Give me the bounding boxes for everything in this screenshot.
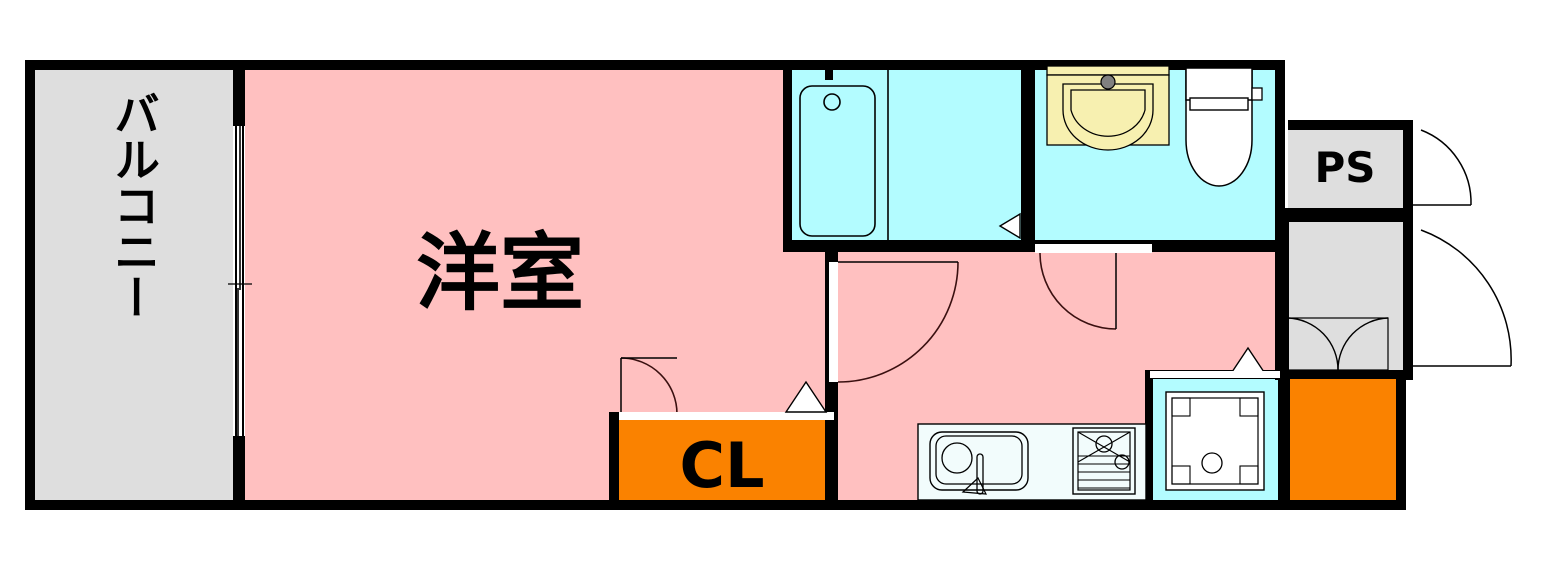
washing-machine-pan (1165, 391, 1265, 491)
wall-shoe-left (1275, 212, 1289, 380)
cooktop-outline (1072, 427, 1136, 495)
wall-bath-bottom (783, 240, 1033, 252)
wall-closet-left (609, 412, 619, 510)
kitchen-sink-outer (929, 431, 1029, 491)
bathtub-outline (799, 85, 876, 237)
ps-door[interactable] (1413, 128, 1472, 206)
shoebox-doors[interactable] (1287, 317, 1389, 371)
room-balcony (33, 68, 233, 502)
wall-bath-left (783, 60, 792, 252)
room-entrance (1288, 378, 1398, 502)
vanity-mirror-cabinet (1046, 65, 1170, 76)
washer-pan-inner (1171, 397, 1259, 485)
label-closet: CL (679, 429, 764, 502)
washer-foot-tl (1171, 397, 1191, 417)
wall-entrance-top (1282, 370, 1406, 379)
sliding-glass-door[interactable] (228, 126, 252, 436)
toilet-seat-bar (1189, 97, 1249, 111)
entrance-door-arc (1420, 229, 1512, 367)
wall-washer-right (1278, 370, 1290, 510)
cooktop-burner-2-icon (1114, 454, 1130, 470)
wall-ps-top (1288, 120, 1413, 130)
wall-right-entrance (1396, 372, 1406, 508)
bath-fold-marker[interactable] (998, 212, 1021, 240)
bathtub-drain-icon (823, 93, 841, 111)
shoebox-door-arc-left (1287, 317, 1339, 371)
kitchen-sink (929, 431, 1029, 495)
washer-foot-tr (1239, 397, 1259, 417)
washer-foot-br (1239, 465, 1259, 485)
kitchen-sink-basin (935, 435, 1023, 485)
closet-fold-triangle-icon (784, 380, 828, 413)
closet-fold-marker[interactable] (784, 380, 828, 413)
toilet (1185, 67, 1263, 187)
entrance-door-opening (1413, 228, 1421, 368)
room-hallway-top (838, 250, 1278, 270)
kitchen-sink-drain-icon (941, 442, 973, 474)
washer-drain-icon (1201, 452, 1223, 474)
bathroom-door[interactable] (1035, 244, 1152, 330)
wall-bottom-left (25, 500, 835, 510)
label-balcony-char-1: バルコニー (107, 90, 161, 320)
wall-washer-left (1145, 370, 1153, 510)
closet-door[interactable] (619, 357, 834, 420)
wall-right-ps (1403, 120, 1413, 222)
sliding-door-rail-inner (242, 126, 244, 436)
bathroom-door-arc (1039, 252, 1117, 330)
main-room-door-opening (829, 262, 838, 382)
wall-bottom-right (828, 500, 1406, 510)
label-pipe-shaft: PS (1314, 143, 1375, 192)
shoebox-door-arc-right (1337, 317, 1389, 371)
wall-washroom-right (1275, 60, 1285, 252)
sliding-door-rail-outer (235, 126, 237, 436)
wall-top-left (25, 60, 833, 70)
bathroom-door-opening (1035, 244, 1152, 253)
main-room-door[interactable] (829, 261, 959, 383)
cooktop-burner-1-icon (1095, 435, 1113, 453)
bathtub (799, 70, 889, 240)
toilet-tank (1185, 67, 1253, 101)
entrance-door[interactable] (1413, 228, 1512, 368)
gas-cooktop (1072, 427, 1136, 495)
label-main-room: 洋室 (416, 224, 584, 322)
bath-door-triangle-icon (998, 212, 1021, 240)
wall-left-outer (25, 60, 35, 510)
vanity-sink (1046, 65, 1170, 151)
wall-main-right-top (825, 60, 833, 80)
washer-fold-marker[interactable] (1150, 346, 1280, 378)
room-shoe-cabinet (1288, 222, 1413, 370)
washer-foot-bl (1171, 465, 1191, 485)
vanity-faucet-icon (1100, 74, 1116, 90)
vanity-basin-inner (1070, 89, 1146, 137)
room-pipe-shaft (1288, 128, 1413, 208)
wall-right-shoe (1403, 218, 1413, 376)
cooktop-inner (1077, 431, 1131, 491)
kitchen-faucet-base (961, 477, 988, 495)
ps-door-arc (1420, 129, 1472, 206)
wall-ps-bottom (1280, 208, 1413, 222)
washer-bay-opening (1150, 371, 1280, 378)
ps-door-opening (1413, 128, 1421, 206)
wall-bath-washroom-divider (1021, 60, 1035, 252)
closet-door-opening (619, 412, 834, 420)
room-closet (616, 418, 834, 502)
cooktop-diag-2 (1077, 431, 1131, 463)
toilet-lever-icon (1251, 87, 1263, 101)
closet-door-arc (620, 357, 678, 415)
main-room-door-arc (837, 261, 959, 383)
